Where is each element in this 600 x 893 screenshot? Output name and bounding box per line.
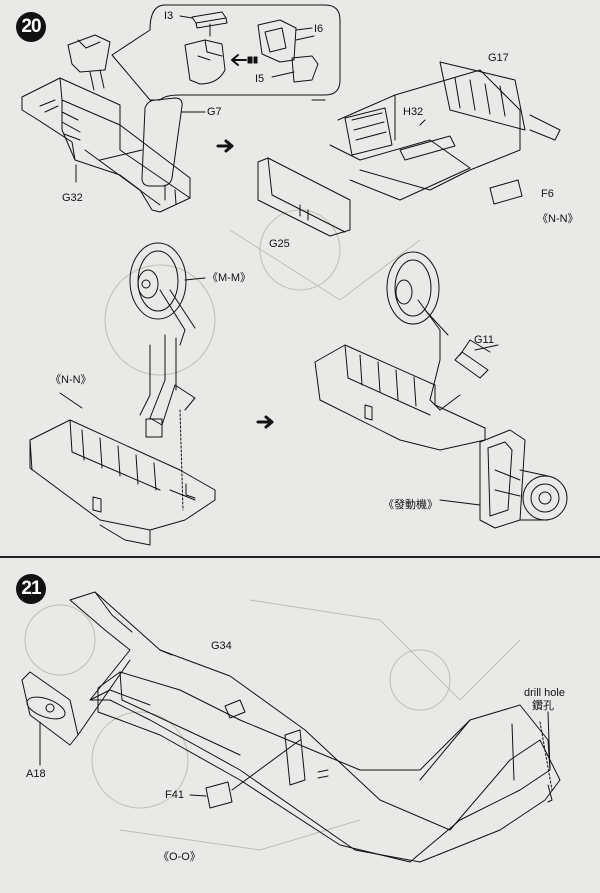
subassembly-label-nn: 《N-N》 [50,374,92,386]
part-label-g32: G32 [62,192,83,204]
part-label-i6: I6 [314,23,324,35]
part-label-h32: H32 [403,106,424,118]
part-label-g25: G25 [269,238,290,250]
subassembly-label-oo: 《O-O》 [158,851,201,863]
part-label-f41: F41 [165,789,184,801]
part-label-i3: I3 [164,10,174,22]
part-label-i5: I5 [255,73,265,85]
drill-hole-label-zh: 鑽孔 [532,700,554,712]
part-label-a18: A18 [26,768,46,780]
section-divider [0,556,600,558]
part-label-g17: G17 [488,52,509,64]
part-label-g11: G11 [474,334,494,346]
step-number-badge: 21 [16,574,46,604]
subassembly-label-engine: 《發動機》 [383,499,438,511]
part-label-g7: G7 [207,106,222,118]
subassembly-label-nn: 《N-N》 [537,213,579,225]
step-number-badge: 20 [16,12,46,42]
part-label-g34: G34 [211,640,232,652]
drill-hole-label: drill hole [524,687,565,699]
callout-bubble [111,4,341,101]
subassembly-label-mm: 《M-M》 [207,272,251,284]
part-label-f6: F6 [541,188,554,200]
